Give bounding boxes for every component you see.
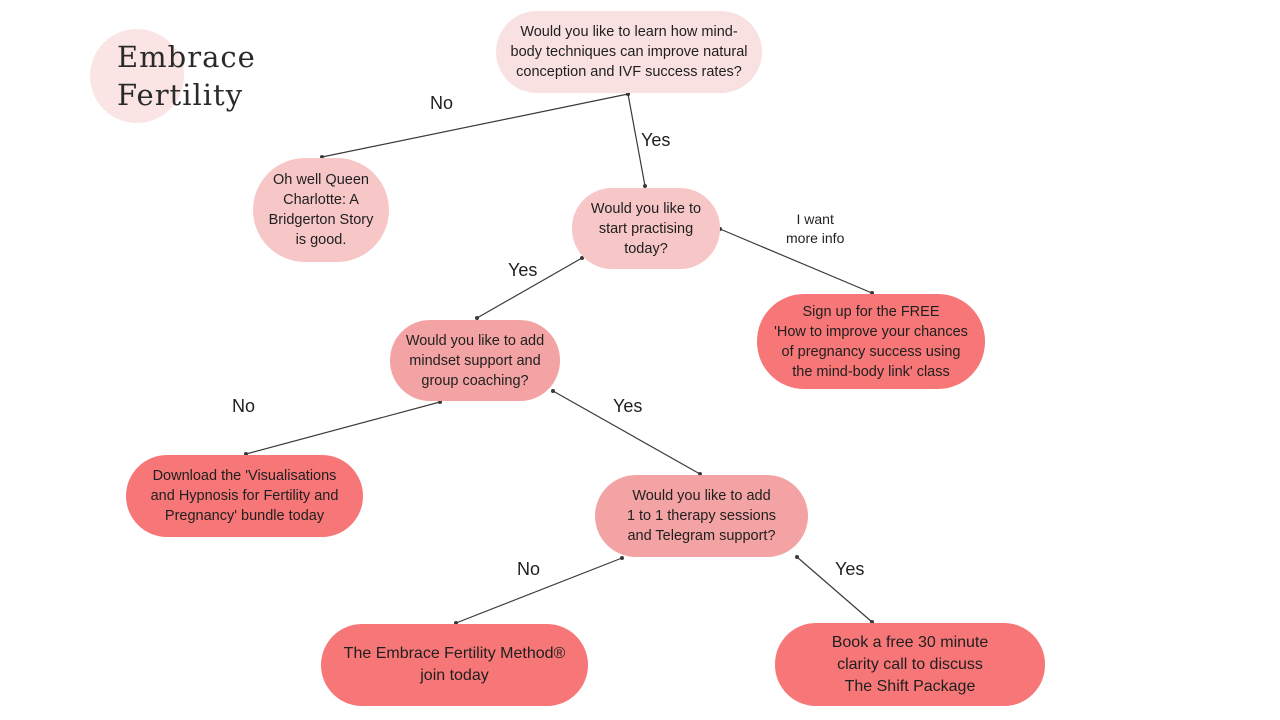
question-learn-mind-body: Would you like to learn how mind- body t… <box>496 11 762 93</box>
edge-q3-no <box>245 401 441 455</box>
brand-line-1: Embrace <box>117 40 256 74</box>
edge-q1-yes <box>627 93 646 187</box>
question-group-coaching: Would you like to add mindset support an… <box>390 320 560 401</box>
edge-q3-yes <box>552 390 701 475</box>
edge-q4-yes-start-dot <box>795 555 799 559</box>
edge-label-q3-yes: Yes <box>613 396 643 416</box>
edge-q3-yes-start-dot <box>551 389 555 393</box>
question-therapy-sessions: Would you like to add 1 to 1 therapy ses… <box>595 475 808 557</box>
edge-q2-yes-end-dot <box>475 316 479 320</box>
brand-line-2: Fertility <box>117 78 244 112</box>
outcome-bridgerton: Oh well Queen Charlotte: A Bridgerton St… <box>253 158 389 262</box>
edge-q2-info <box>719 228 873 294</box>
edge-label-q4-no: No <box>517 559 541 579</box>
edge-label-q1-no: No <box>430 93 454 113</box>
edge-label-q1-yes: Yes <box>641 130 671 150</box>
edge-q4-yes <box>796 556 873 623</box>
outcome-free-class: Sign up for the FREE 'How to improve you… <box>757 294 985 389</box>
edge-label-q2-yes: Yes <box>508 260 538 280</box>
edge-q1-no <box>321 93 629 158</box>
edge-q4-no-start-dot <box>620 556 624 560</box>
edge-label-q4-yes: Yes <box>835 559 865 579</box>
edge-label-q3-no: No <box>232 396 256 416</box>
edge-q1-yes-start-dot <box>626 92 630 96</box>
edge-q2-yes <box>476 257 583 319</box>
outcome-fertility-method: The Embrace Fertility Method® join today <box>321 624 588 706</box>
edge-q1-yes-end-dot <box>643 184 647 188</box>
edge-label-q2-more-info: I want more info <box>786 211 845 246</box>
question-start-practising: Would you like to start practising today… <box>572 188 720 269</box>
edge-q4-no <box>455 557 623 624</box>
outcome-hypnosis-bundle: Download the 'Visualisations and Hypnosi… <box>126 455 363 537</box>
edge-q3-no-start-dot <box>438 400 442 404</box>
outcome-clarity-call: Book a free 30 minute clarity call to di… <box>775 623 1045 706</box>
brand-logo: Embrace Fertility <box>117 38 256 114</box>
logo-circle <box>90 29 184 123</box>
